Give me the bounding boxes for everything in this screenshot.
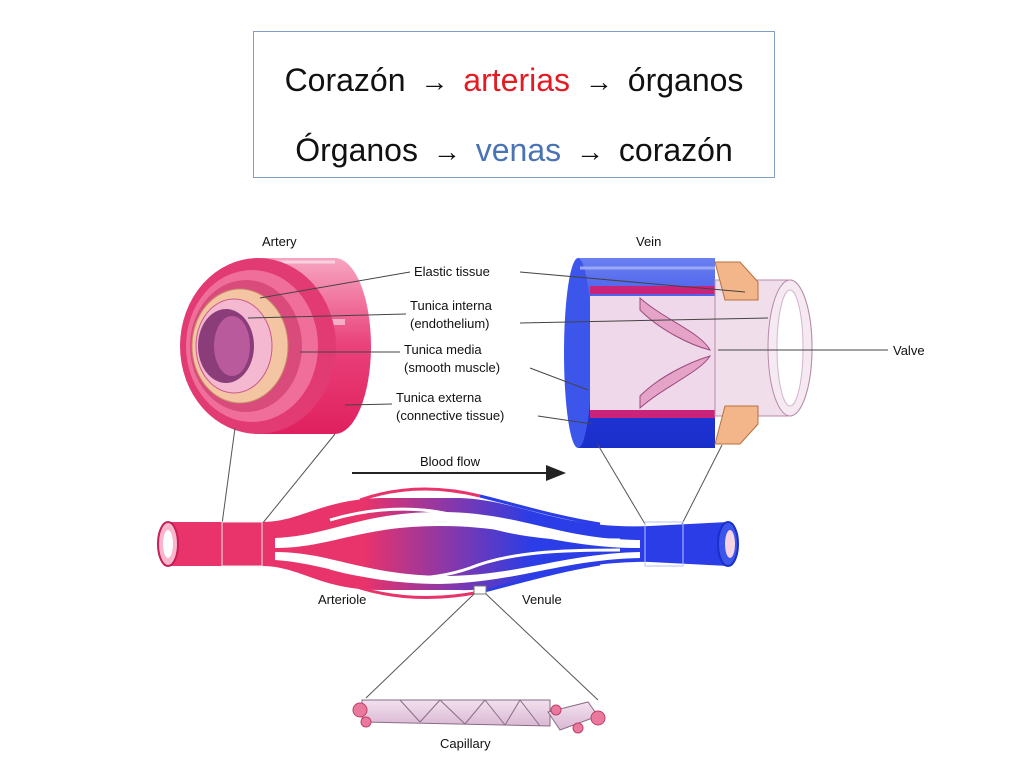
leader-elastic-vein bbox=[519, 271, 746, 293]
zoom-lines bbox=[221, 427, 723, 525]
label-smooth-muscle: (smooth muscle) bbox=[404, 360, 500, 375]
venule-lumen bbox=[725, 530, 735, 558]
endothelial-cell-borders bbox=[419, 699, 521, 726]
capillary-gap bbox=[329, 548, 621, 580]
label-tunica-interna: Tunica interna bbox=[410, 298, 493, 313]
title-arterias: arterias bbox=[463, 62, 570, 98]
valve-top-cusp bbox=[639, 296, 711, 351]
vessel-network bbox=[157, 487, 739, 600]
label-vein: Vein bbox=[636, 234, 661, 249]
capillary-branch-venous bbox=[479, 494, 601, 526]
leader-interna-vein bbox=[519, 317, 769, 324]
arrow-right-icon: → bbox=[584, 66, 613, 97]
leader-media-vein bbox=[529, 367, 589, 391]
artery-cross-section bbox=[180, 258, 371, 434]
vein-cross-section bbox=[564, 258, 813, 448]
arteriole-lumen bbox=[163, 530, 173, 558]
blood-flow-arrow: Blood flow bbox=[352, 454, 566, 481]
vein-inner-lumen bbox=[776, 289, 804, 407]
label-venule: Venule bbox=[522, 592, 562, 607]
title-venas: venas bbox=[475, 132, 562, 168]
capillary-zoom-marker bbox=[473, 585, 487, 595]
capillary-tube bbox=[361, 699, 551, 727]
title-line-1-end: órganos bbox=[627, 62, 744, 98]
red-blood-cell bbox=[572, 722, 584, 734]
leader-externa-vein bbox=[537, 415, 593, 425]
valve-bottom-cusp bbox=[639, 355, 712, 410]
vein-zoom-marker bbox=[644, 521, 684, 567]
title-line-1-start: Corazón bbox=[284, 62, 406, 98]
arrow-right-icon: → bbox=[420, 66, 449, 97]
label-capillary: Capillary bbox=[440, 736, 491, 751]
label-valve: Valve bbox=[893, 343, 925, 358]
title-line-2-end: corazón bbox=[618, 132, 733, 168]
red-blood-cell bbox=[550, 704, 562, 716]
label-connective-tissue: (connective tissue) bbox=[396, 408, 504, 423]
zoom-line bbox=[597, 444, 646, 525]
leader-elastic-artery bbox=[259, 271, 411, 299]
zoom-line bbox=[221, 427, 236, 525]
artery-zoom-marker bbox=[221, 521, 263, 567]
label-endothelium: (endothelium) bbox=[410, 316, 490, 331]
red-blood-cell bbox=[360, 716, 372, 728]
arrow-right-icon: → bbox=[432, 136, 461, 167]
leader-externa-artery bbox=[344, 403, 393, 406]
label-elastic-tissue: Elastic tissue bbox=[414, 264, 490, 279]
vein-elastic-bottom bbox=[714, 405, 759, 445]
zoom-line bbox=[485, 593, 599, 701]
label-tunica-media: Tunica media bbox=[404, 342, 482, 357]
leader-interna-artery bbox=[247, 313, 407, 319]
artery-lumen-inner bbox=[214, 316, 250, 376]
zoom-line bbox=[681, 444, 723, 525]
title-line-1: Corazón → arterias → órganos bbox=[254, 60, 774, 102]
label-arteriole: Arteriole bbox=[318, 592, 366, 607]
arrow-right-icon bbox=[546, 465, 566, 481]
capillary-detail bbox=[352, 699, 606, 734]
capillary-gap bbox=[329, 507, 621, 542]
vessel-body bbox=[168, 498, 728, 591]
vein-open-end bbox=[564, 258, 592, 448]
title-box: Corazón → arterias → órganos Órganos → v… bbox=[253, 31, 775, 178]
vessel-gap-top bbox=[275, 512, 640, 548]
zoom-line bbox=[261, 433, 336, 525]
capillary-branch-arterial bbox=[359, 586, 481, 600]
endothelial-cell-borders bbox=[399, 699, 541, 727]
capillary-branch-arterial bbox=[359, 487, 481, 502]
red-blood-cell bbox=[590, 710, 606, 726]
structure-labels: Artery Vein Elastic tissue Tunica intern… bbox=[262, 234, 925, 423]
capillary-branch-venous bbox=[479, 562, 601, 594]
label-blood-flow: Blood flow bbox=[420, 454, 481, 469]
arrow-right-icon: → bbox=[576, 136, 605, 167]
leader-lines bbox=[247, 271, 888, 425]
label-tunica-externa: Tunica externa bbox=[396, 390, 482, 405]
vein-lumen bbox=[590, 296, 715, 410]
title-line-2-start: Órganos bbox=[295, 132, 418, 168]
red-blood-cell bbox=[352, 702, 368, 718]
label-artery: Artery bbox=[262, 234, 297, 249]
zoom-line bbox=[365, 593, 475, 699]
title-line-2: Órganos → venas → corazón bbox=[254, 130, 774, 172]
